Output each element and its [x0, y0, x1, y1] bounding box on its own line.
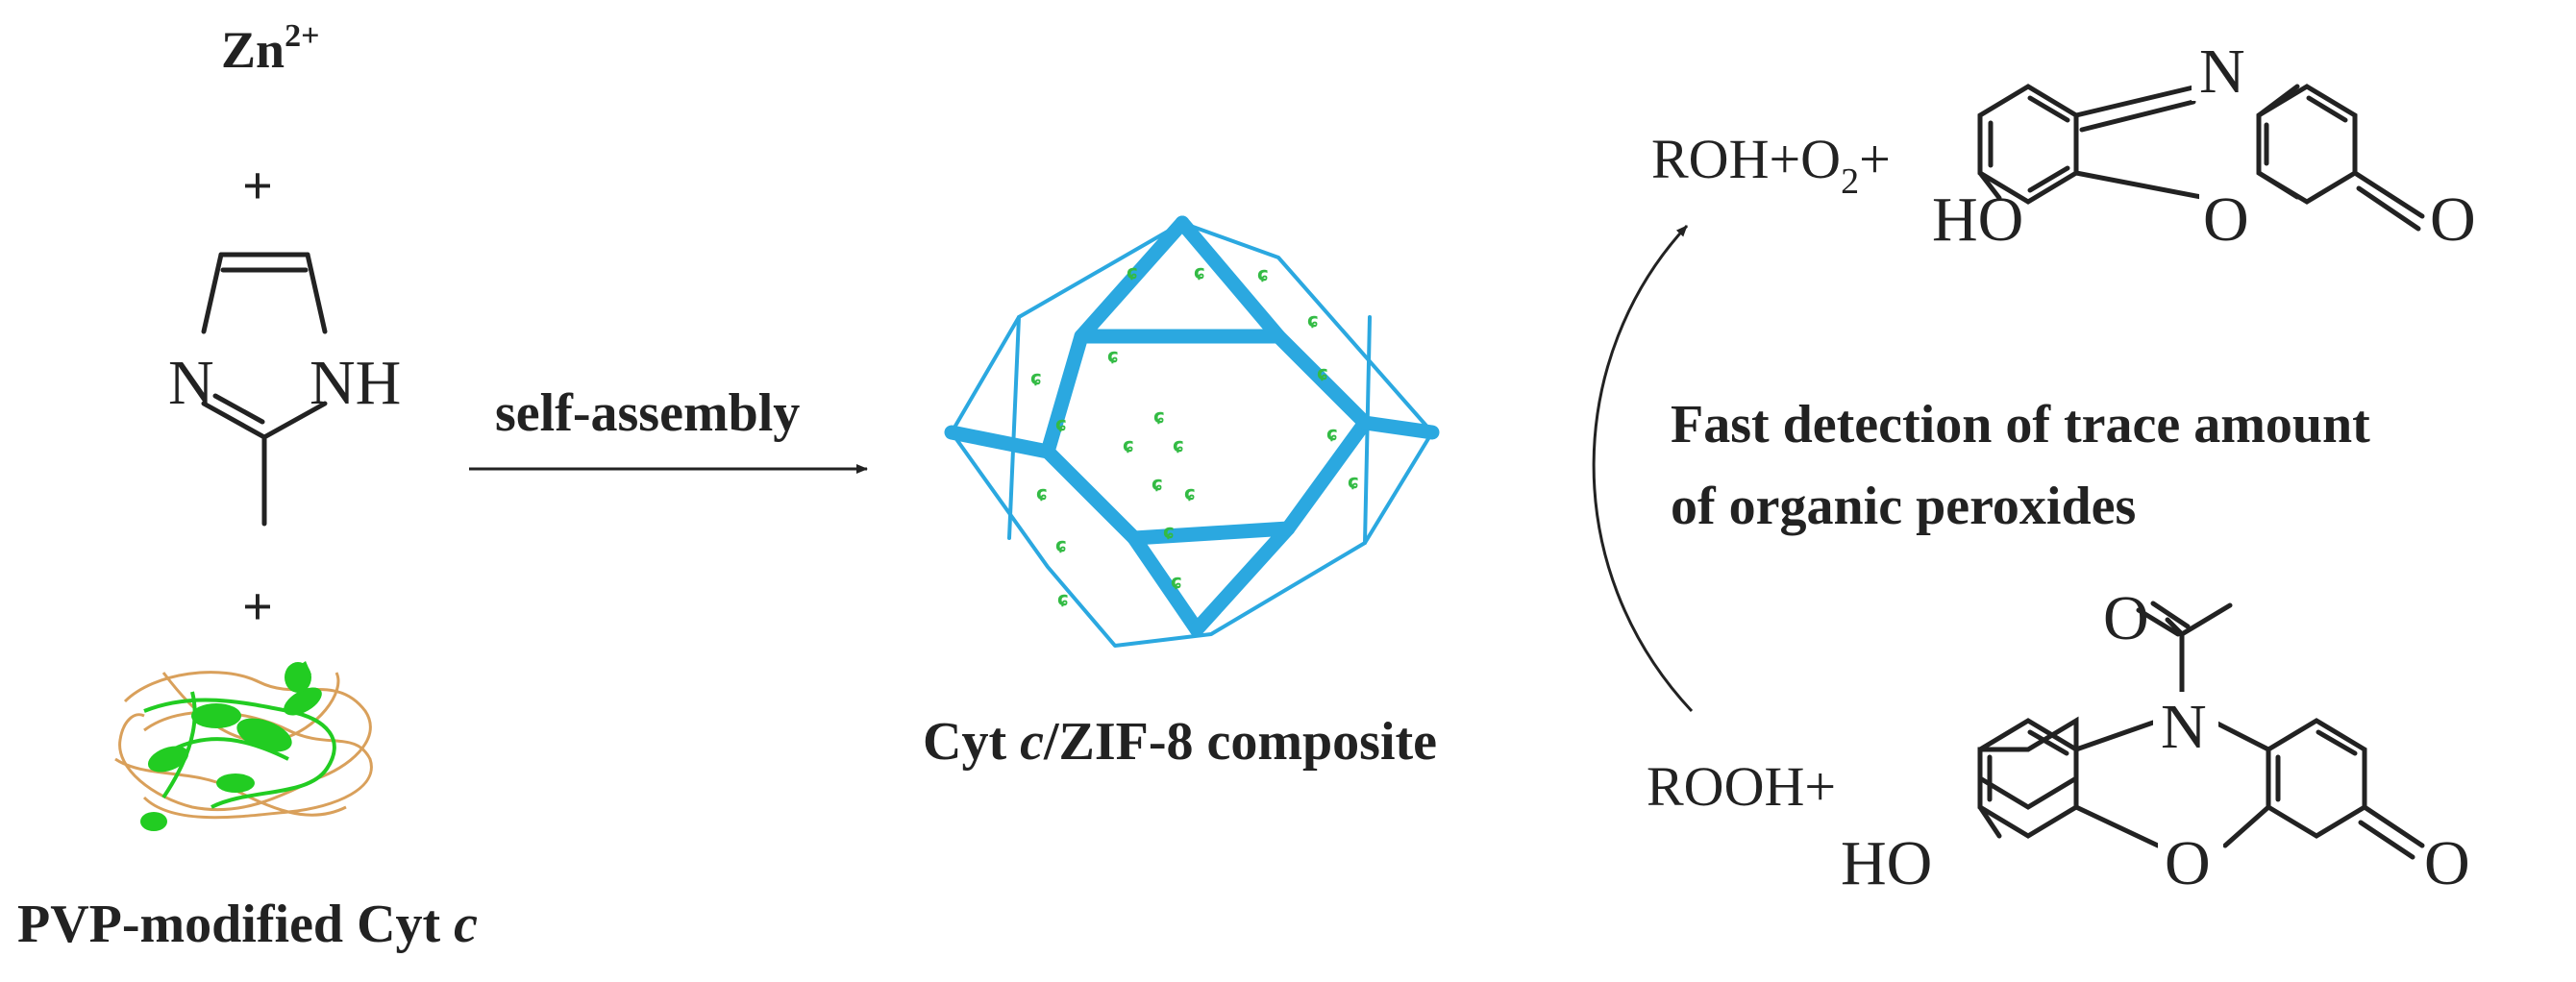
svg-text:ɕ: ɕ [1152, 472, 1163, 495]
svg-text:ɕ: ɕ [1171, 570, 1182, 593]
reactant-rooh-label: ROOH+ [1647, 755, 1836, 818]
svg-text:ɕ: ɕ [1055, 533, 1067, 556]
amplex-n-atom: N [2161, 692, 2207, 762]
plus-sign-1: + [242, 157, 273, 216]
2-methylimidazole-structure: N NH [168, 252, 401, 527]
cyt-c-protein-illustration [114, 661, 373, 831]
svg-text:ɕ: ɕ [1348, 470, 1359, 493]
amplex-acetyl-o-atom: O [2103, 583, 2149, 653]
amplex-ho-group: HO [1841, 828, 1932, 898]
svg-text:ɕ: ɕ [1030, 366, 1042, 389]
svg-text:ɕ: ɕ [1123, 433, 1134, 456]
plus-sign-2: + [242, 577, 273, 637]
svg-text:ɕ: ɕ [1194, 260, 1205, 283]
svg-text:ɕ: ɕ [1184, 481, 1196, 504]
amplex-red-structure: N O O HO O [1841, 583, 2470, 898]
resorufin-ho-group: HO [1932, 184, 2023, 255]
svg-text:ɕ: ɕ [1163, 520, 1175, 543]
svg-text:ɕ: ɕ [1055, 412, 1067, 435]
svg-text:ɕ: ɕ [1257, 262, 1269, 285]
svg-text:ɕ: ɕ [1107, 344, 1119, 367]
resorufin-structure: N O HO O [1932, 37, 2476, 255]
imidazole-nh-atom: NH [310, 348, 401, 418]
detection-text-line-1: Fast detection of trace amount [1671, 395, 2370, 454]
svg-text:ɕ: ɕ [1127, 260, 1138, 283]
zinc-ion-label: Zn2+ [221, 18, 319, 79]
curved-reaction-arrow [1592, 224, 1694, 713]
composite-label: Cyt c/ZIF-8 composite [923, 712, 1437, 772]
resorufin-ring-o-atom: O [2203, 184, 2249, 255]
detection-text-line-2: of organic peroxides [1671, 477, 2136, 536]
svg-text:ɕ: ɕ [1326, 422, 1338, 445]
resorufin-n-atom: N [2199, 37, 2245, 107]
svg-text:ɕ: ɕ [1057, 587, 1069, 610]
amplex-keto-o-atom: O [2424, 828, 2470, 898]
amplex-ring-o-atom: O [2165, 828, 2211, 898]
product-roh-o2-label: ROH+O2+ [1651, 128, 1891, 202]
svg-text:ɕ: ɕ [1153, 405, 1165, 428]
pvp-modified-cyt-c-label: PVP-modified Cyt c [17, 895, 478, 954]
svg-text:ɕ: ɕ [1173, 433, 1184, 456]
svg-text:ɕ: ɕ [1317, 361, 1328, 384]
imidazole-n-atom: N [168, 348, 214, 418]
resorufin-keto-o-atom: O [2430, 184, 2476, 255]
svg-text:ɕ: ɕ [1307, 308, 1319, 331]
self-assembly-label: self-assembly [495, 383, 800, 443]
svg-text:ɕ: ɕ [1036, 481, 1048, 504]
